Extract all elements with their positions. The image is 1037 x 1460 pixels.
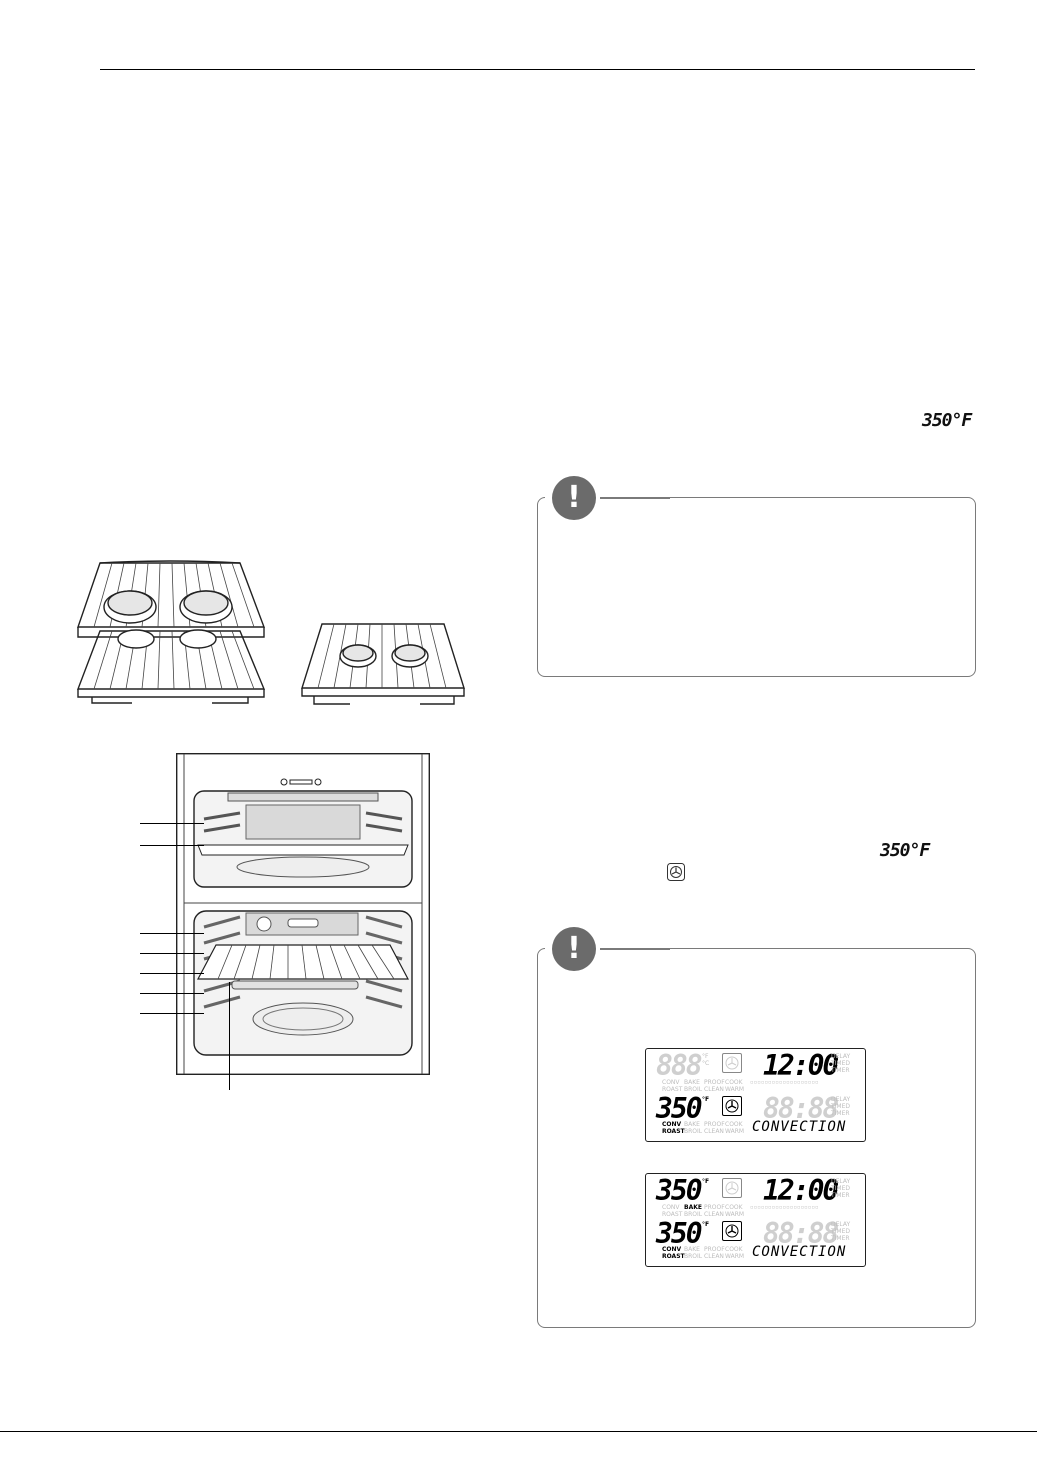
header-rule [100, 69, 975, 70]
deg-c-label: °C [702, 1060, 710, 1067]
upper-temp-readout: 350 [656, 1174, 703, 1207]
rack-position-leader [140, 993, 204, 994]
inline-temp-350f: 350°F [922, 410, 972, 431]
rack-position-leader [140, 823, 204, 824]
convection-fan-icon [667, 863, 685, 881]
upper-fan-icon [722, 1053, 742, 1073]
rack-pointer-leader [229, 982, 230, 1090]
double-oven-cavity-illustration [175, 752, 431, 1076]
upper-temp-readout: 888 [656, 1049, 703, 1082]
rack-position-leader [140, 953, 204, 954]
two-rack-pan-illustration [72, 555, 268, 707]
lower-time-readout: 88:88 [763, 1092, 839, 1125]
footer-rule [0, 1431, 1037, 1432]
caution-icon-2: ! [552, 927, 596, 971]
lower-time-readout: 88:88 [763, 1217, 839, 1250]
clock-readout: 12:00 [763, 1174, 839, 1207]
upper-fan-icon [722, 1178, 742, 1198]
convection-word: CONVECTION [752, 1119, 847, 1135]
rack-position-leader [140, 845, 204, 846]
deg-f-label: °F [702, 1053, 709, 1060]
caution-box-1 [537, 497, 976, 677]
clock-readout: 12:00 [763, 1049, 839, 1082]
inline-temp-350f-second: 350°F [880, 840, 930, 861]
lower-temp-readout: 350 [656, 1092, 703, 1125]
lower-temp-readout: 350 [656, 1217, 703, 1250]
rack-position-leader [140, 973, 204, 974]
convection-word: CONVECTION [752, 1244, 847, 1260]
caution-icon: ! [552, 476, 596, 520]
single-rack-pan-illustration [298, 618, 468, 708]
rack-position-leader [140, 1013, 204, 1014]
control-display-2: 350 °F 12:00 DELAY TIMED TIMER CONV ROAS… [645, 1173, 866, 1267]
control-display-1: 888 °F °C 12:00 DELAY TIMED TIMER CONV R… [645, 1048, 866, 1142]
lower-fan-icon [722, 1096, 742, 1116]
rack-position-leader [140, 933, 204, 934]
lower-fan-icon [722, 1221, 742, 1241]
